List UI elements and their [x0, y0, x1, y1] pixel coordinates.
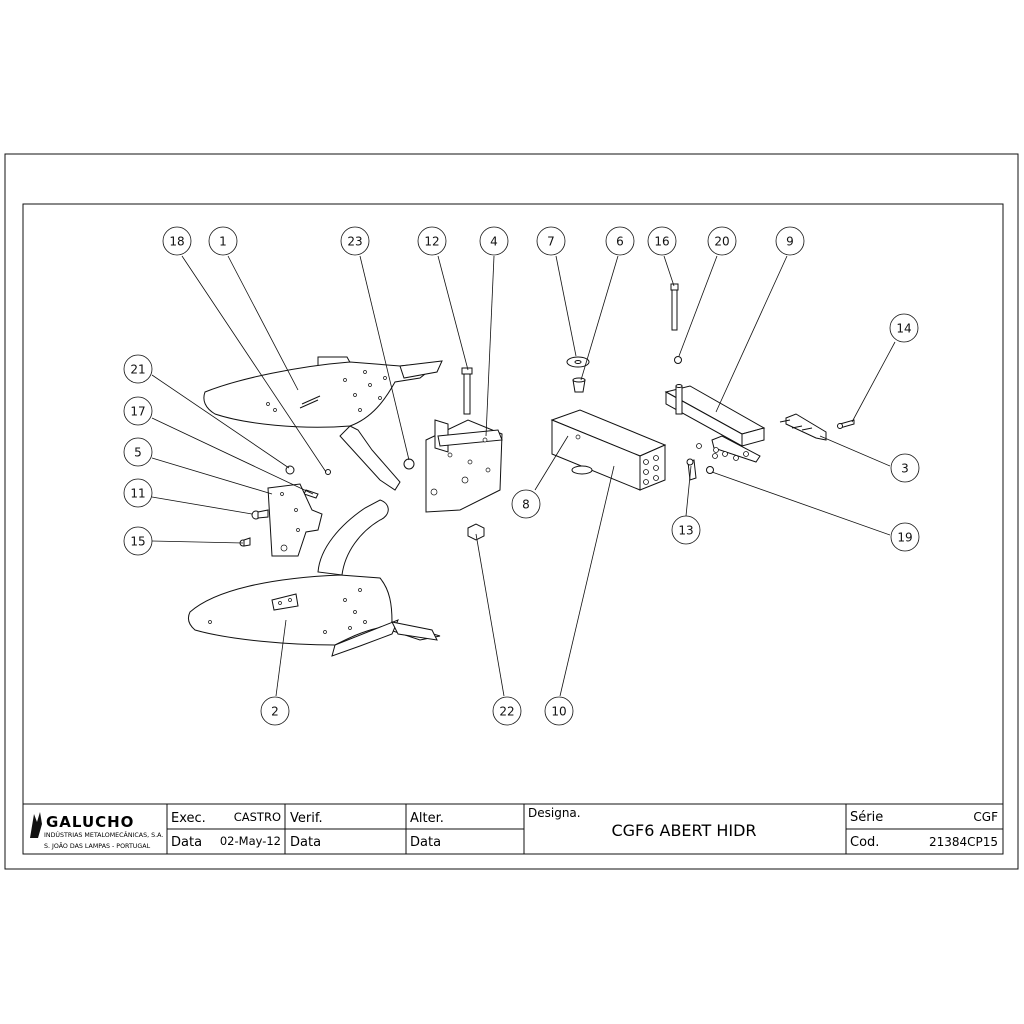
- svg-text:1: 1: [219, 235, 227, 249]
- callout-balloon-10: 10: [544, 696, 574, 726]
- svg-text:21: 21: [130, 363, 145, 377]
- exec-value: CASTRO: [234, 810, 281, 824]
- callout-balloon-3: 3: [890, 453, 920, 483]
- cod-value: 21384CP15: [929, 835, 998, 849]
- alter-date-label: Data: [410, 835, 441, 850]
- outer-frame: [4, 153, 1019, 870]
- part-4-bracket: [425, 419, 503, 513]
- svg-text:19: 19: [897, 531, 912, 545]
- exec-label: Exec.: [171, 811, 206, 826]
- bird-icon: [30, 812, 42, 838]
- svg-text:13: 13: [678, 524, 693, 538]
- svg-text:10: 10: [551, 705, 566, 719]
- svg-text:23: 23: [347, 235, 362, 249]
- callout-balloon-13: 13: [671, 515, 701, 545]
- part-5-plate: [267, 483, 323, 557]
- svg-text:5: 5: [134, 446, 142, 460]
- part-16-pin: [670, 283, 679, 331]
- alter-label: Alter.: [410, 811, 444, 826]
- serie-value: CGF: [973, 810, 998, 824]
- part-10-washer: [571, 465, 593, 475]
- part-21-nut: [285, 465, 295, 475]
- svg-text:15: 15: [130, 535, 145, 549]
- part-1-upper-mouldboard: [203, 356, 443, 491]
- svg-text:12: 12: [424, 235, 439, 249]
- svg-text:7: 7: [547, 235, 555, 249]
- part-3-plates: [696, 413, 827, 463]
- svg-text:22: 22: [499, 705, 514, 719]
- callout-balloon-17: 17: [123, 396, 153, 426]
- callout-balloon-2: 2: [260, 696, 290, 726]
- svg-text:16: 16: [654, 235, 669, 249]
- part-9-arm: [664, 384, 766, 447]
- callout-balloon-18: 18: [162, 226, 192, 256]
- callout-balloon-4: 4: [479, 226, 509, 256]
- part-14-bolt: [837, 419, 855, 429]
- svg-text:GALUCHO: GALUCHO: [46, 813, 134, 831]
- part-12-pin: [461, 367, 473, 415]
- callout-balloon-19: 19: [890, 522, 920, 552]
- part-6-bushing: [572, 377, 586, 393]
- svg-text:20: 20: [714, 235, 729, 249]
- designa-label: Designa.: [528, 806, 581, 820]
- callout-balloon-20: 20: [707, 226, 737, 256]
- callout-balloon-15: 15: [123, 526, 153, 556]
- part-2-lower-mouldboard: [187, 499, 441, 657]
- cod-label: Cod.: [850, 835, 879, 850]
- callout-balloon-22: 22: [492, 696, 522, 726]
- verif-label: Verif.: [290, 811, 323, 826]
- callout-balloon-7: 7: [536, 226, 566, 256]
- svg-text:3: 3: [901, 462, 909, 476]
- callout-balloon-21: 21: [123, 354, 153, 384]
- callout-balloon-8: 8: [511, 489, 541, 519]
- callout-balloon-16: 16: [647, 226, 677, 256]
- svg-text:2: 2: [271, 705, 279, 719]
- callout-balloon-14: 14: [889, 313, 919, 343]
- part-23-nut: [403, 458, 415, 470]
- part-13-bolt: [686, 458, 697, 481]
- part-8-beam: [550, 409, 667, 491]
- leader-lines: [151, 255, 896, 697]
- callout-balloon-1: 1: [208, 226, 238, 256]
- callout-balloon-5: 5: [123, 437, 153, 467]
- svg-text:9: 9: [786, 235, 794, 249]
- svg-text:18: 18: [169, 235, 184, 249]
- svg-text:6: 6: [616, 235, 624, 249]
- part-7-washer-hole: [574, 360, 582, 364]
- title-block: GALUCHO INDÚSTRIAS METALOMECÂNICAS, S.A.…: [22, 803, 1004, 855]
- part-22-nut: [467, 523, 485, 541]
- svg-text:INDÚSTRIAS METALOMECÂNICAS, S.: INDÚSTRIAS METALOMECÂNICAS, S.A.: [44, 830, 163, 839]
- callout-balloon-6: 6: [605, 226, 635, 256]
- part-17-pin: [303, 489, 319, 499]
- part-11-bolt: [251, 509, 269, 520]
- svg-text:14: 14: [896, 322, 911, 336]
- serie-label: Série: [850, 810, 883, 825]
- part-18-bolt: [325, 469, 331, 475]
- part-20-nut: [674, 356, 682, 364]
- svg-text:S. JOÃO DAS LAMPAS - PORTUGAL: S. JOÃO DAS LAMPAS - PORTUGAL: [44, 841, 151, 850]
- verif-date-label: Data: [290, 835, 321, 850]
- callout-balloon-9: 9: [775, 226, 805, 256]
- company-logo: GALUCHO INDÚSTRIAS METALOMECÂNICAS, S.A.…: [30, 812, 163, 850]
- svg-text:4: 4: [490, 235, 498, 249]
- designation-value: CGF6 ABERT HIDR: [611, 821, 756, 840]
- svg-text:8: 8: [522, 498, 530, 512]
- inner-frame: [22, 203, 1004, 855]
- callout-balloon-23: 23: [340, 226, 370, 256]
- svg-text:17: 17: [130, 405, 145, 419]
- callout-balloon-11: 11: [123, 478, 153, 508]
- part-19-nut: [706, 466, 714, 474]
- date-label: Data: [171, 835, 202, 850]
- part-15-bolt: [239, 537, 251, 547]
- parts-drawing: [187, 283, 855, 657]
- date-value: 02-May-12: [220, 834, 281, 848]
- callout-balloon-12: 12: [417, 226, 447, 256]
- svg-text:11: 11: [130, 487, 145, 501]
